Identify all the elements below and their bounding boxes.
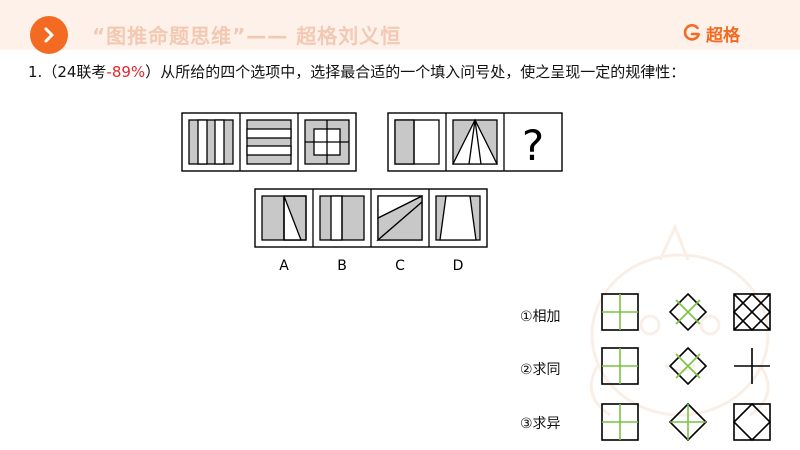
question-source-close: ） [145, 63, 161, 81]
method-add-row [601, 292, 772, 332]
brand-logo: 超格 [682, 22, 740, 46]
option-d-label[interactable]: D [453, 258, 464, 274]
option-a-figure[interactable] [261, 195, 307, 241]
method-illustrations: .k{stroke:#000;stroke-width:1.6;fill:non… [601, 292, 772, 442]
method-same-label: ②求同 [520, 362, 561, 378]
option-b-figure[interactable] [319, 195, 365, 241]
puzzle-figure: .bx{fill:#fff;stroke:#000;stroke-width:1… [176, 106, 572, 276]
method-diff-row [601, 402, 772, 442]
figure-2 [246, 119, 292, 165]
option-c-label[interactable]: C [395, 258, 405, 274]
chevron-right-icon [44, 27, 54, 43]
method-diff-label: ③求异 [520, 416, 561, 432]
question-stem: 从所给的四个选项中，选择最合适的一个填入问号处，使之呈现一定的规律性： [160, 63, 686, 81]
unknown-figure-mark: ? [522, 121, 544, 170]
question-group-one [181, 112, 357, 172]
question-source: （24联考 [42, 63, 107, 81]
accuracy-rate: -89% [106, 63, 146, 81]
mascot-watermark [589, 223, 770, 417]
figure-5 [451, 118, 499, 165]
figure-1 [188, 119, 234, 165]
brand-logo-text: 超格 [706, 25, 740, 46]
option-a-label[interactable]: A [279, 258, 289, 274]
next-button[interactable] [30, 16, 68, 54]
method-same-row [601, 346, 770, 386]
question-number: 1. [28, 63, 43, 81]
method-add-label: ①相加 [520, 309, 561, 325]
option-b-label[interactable]: B [337, 258, 347, 274]
question-text: 1.（24联考-89%）从所给的四个选项中，选择最合适的一个填入问号处，使之呈现… [28, 61, 685, 82]
figure-4 [394, 119, 440, 165]
figure-3 [304, 119, 350, 165]
header-title: “图推命题思维”—— 超格刘义恒 [92, 24, 402, 48]
brand-logo-icon [683, 24, 700, 41]
answer-options: A B C D [254, 188, 488, 274]
option-c-figure[interactable] [376, 194, 423, 242]
question-group-two: ? [387, 112, 563, 172]
option-d-figure[interactable] [435, 195, 481, 241]
header-bar: “图推命题思维”—— 超格刘义恒 超格 [0, 0, 800, 54]
